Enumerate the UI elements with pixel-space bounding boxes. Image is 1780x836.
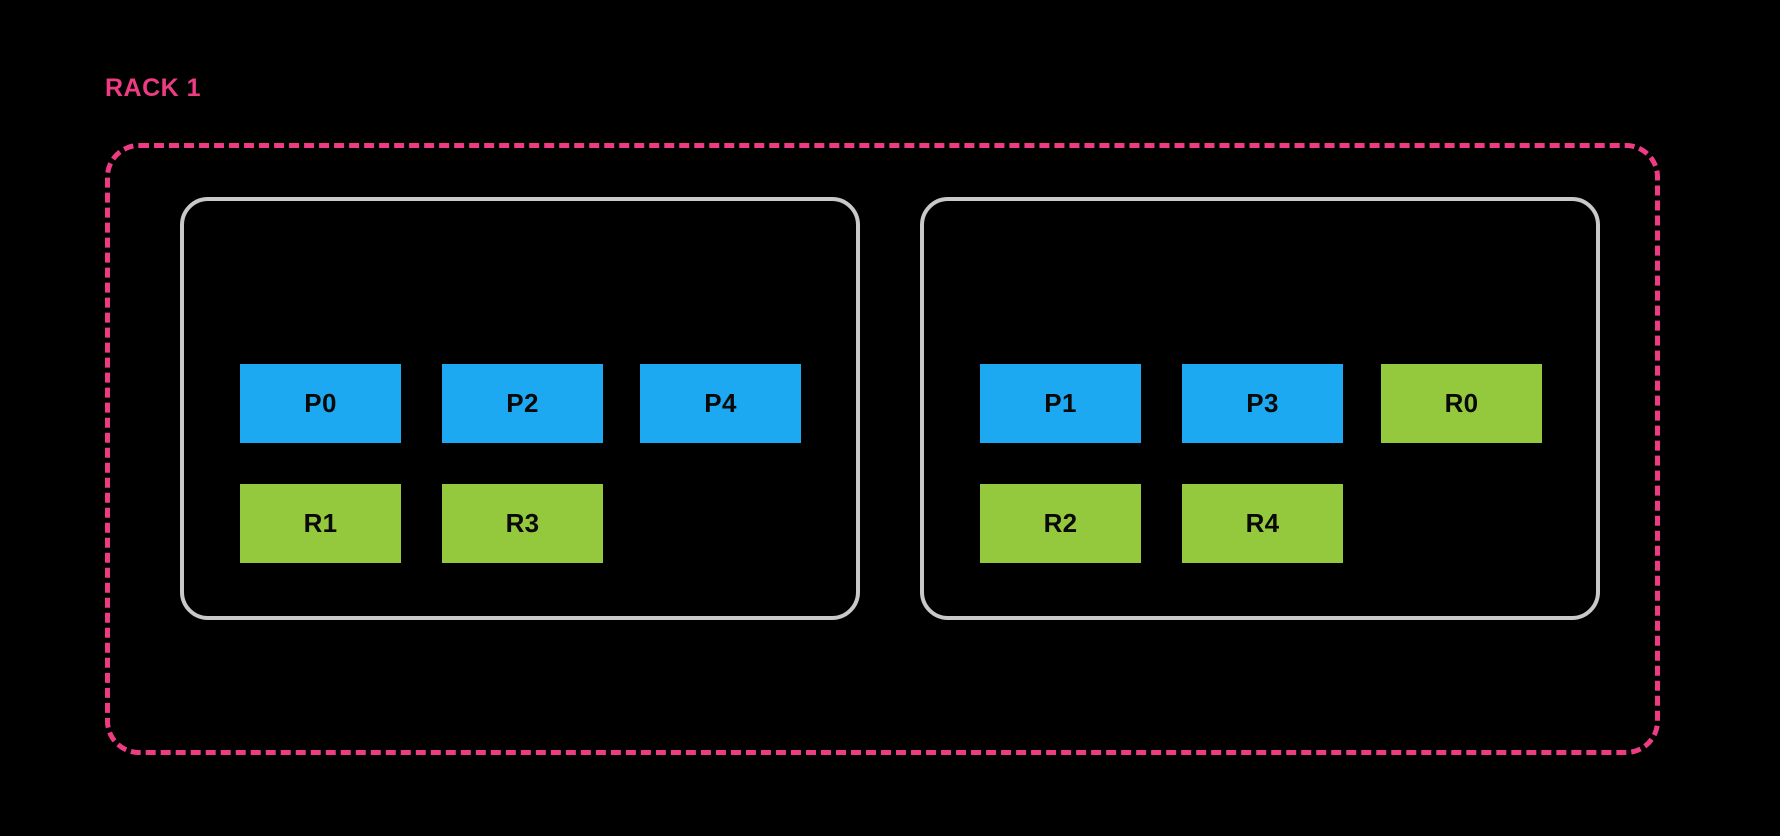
shard-chip-r4[interactable]: R4 [1182, 484, 1343, 563]
node-container-2 [920, 197, 1600, 620]
shard-chip-r3[interactable]: R3 [442, 484, 603, 563]
shard-chip-r2[interactable]: R2 [980, 484, 1141, 563]
rack-label: RACK 1 [105, 74, 202, 102]
shard-chip-p3[interactable]: P3 [1182, 364, 1343, 443]
shard-chip-r0[interactable]: R0 [1381, 364, 1542, 443]
shard-chip-p1[interactable]: P1 [980, 364, 1141, 443]
shard-chip-r1[interactable]: R1 [240, 484, 401, 563]
rack-boundary [105, 143, 1660, 755]
node-container-1 [180, 197, 860, 620]
shard-chip-p0[interactable]: P0 [240, 364, 401, 443]
shard-chip-p2[interactable]: P2 [442, 364, 603, 443]
shard-chip-p4[interactable]: P4 [640, 364, 801, 443]
